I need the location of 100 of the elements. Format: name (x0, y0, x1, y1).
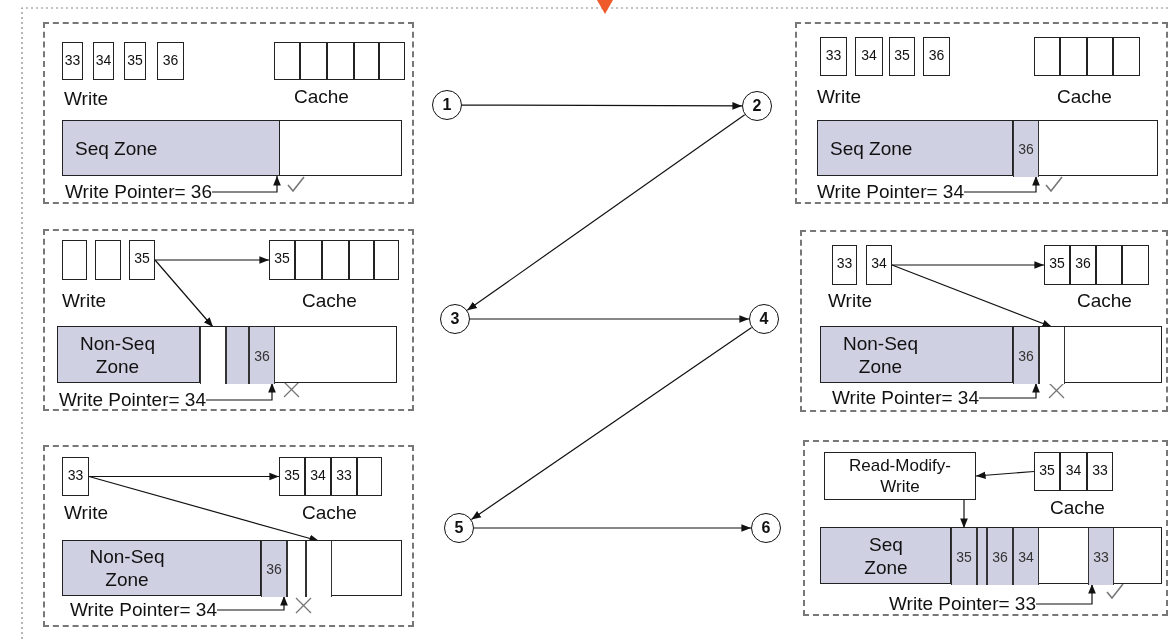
pointer-label: Write Pointer= 36 (65, 180, 212, 204)
data-block (274, 42, 300, 80)
data-block: 35 (1034, 452, 1060, 491)
zone-label: Non-Seq Zone (842, 331, 919, 378)
data-block (374, 240, 399, 280)
data-block: 33 (832, 245, 857, 285)
section-label: Write (62, 290, 106, 312)
data-block (1113, 37, 1140, 76)
data-block (354, 42, 379, 80)
section-label: Cache (1077, 290, 1132, 312)
dashed-panel (795, 22, 1168, 204)
data-block (357, 457, 382, 496)
data-block: 35 (129, 240, 155, 280)
arrow (891, 261, 1045, 269)
data-block: 35 (1044, 245, 1070, 285)
dashed-panel (43, 445, 414, 627)
process-box: Read-Modify-Write (824, 452, 976, 500)
arrow (88, 472, 280, 481)
zone-segment: 36 (1013, 121, 1039, 177)
pointer-label: Write Pointer= 33 (889, 592, 1036, 616)
data-block (95, 240, 121, 280)
data-block: 36 (1070, 245, 1096, 285)
zone-label: Seq Zone (75, 136, 158, 160)
arrow (154, 256, 270, 264)
arrow (466, 114, 746, 311)
data-block: 33 (331, 457, 357, 496)
zone-bar (820, 527, 1162, 584)
zone-bar (817, 120, 1158, 176)
section-label: Cache (1057, 86, 1112, 108)
data-block: 33 (1087, 452, 1113, 491)
data-block (300, 42, 327, 80)
arrow (975, 470, 1035, 480)
data-block: 34 (866, 245, 892, 285)
zone-bar (62, 120, 402, 176)
data-block: 33 (62, 42, 83, 80)
zone-bar (57, 326, 397, 383)
data-block (379, 42, 405, 80)
zone-segment (1039, 327, 1065, 384)
pointer-label: Write Pointer= 34 (59, 388, 206, 412)
section-label: Write (828, 290, 872, 312)
section-label: Cache (302, 290, 357, 312)
dashed-panel (43, 22, 414, 204)
dashed-panel (800, 230, 1168, 412)
data-block: 35 (279, 457, 305, 496)
step-number: 4 (749, 304, 779, 334)
arrow (205, 382, 276, 401)
arrow (960, 499, 968, 529)
step-number: 2 (742, 91, 772, 121)
arrow (978, 382, 1040, 399)
zone-label: Non-Seq Zone (79, 331, 156, 378)
pointer-label: Write Pointer= 34 (817, 180, 964, 204)
dashed-panel (43, 229, 414, 411)
data-block (1122, 245, 1149, 285)
zone-label: Seq Zone (830, 136, 913, 160)
zone-segment (287, 541, 306, 597)
zone-label: Seq Zone (863, 532, 909, 579)
step-number: 3 (440, 304, 470, 334)
zone-segment (306, 541, 332, 597)
arrow (473, 524, 752, 532)
data-block: 35 (889, 37, 915, 76)
zone-segment: 36 (1013, 327, 1039, 384)
arrow (461, 102, 743, 110)
zone-bar (62, 540, 402, 596)
data-block: 34 (1060, 452, 1087, 491)
data-block (62, 240, 87, 280)
arrow (891, 264, 1053, 328)
data-block (1034, 37, 1060, 76)
data-block (1060, 37, 1087, 76)
data-block: 36 (157, 42, 184, 80)
data-block (322, 240, 349, 280)
data-block: 35 (269, 240, 295, 280)
arrow (469, 315, 750, 323)
data-block (295, 240, 322, 280)
zone-segment (977, 528, 987, 585)
arrow (963, 175, 1040, 193)
data-block: 33 (820, 37, 847, 76)
data-block: 33 (62, 457, 89, 496)
data-block (349, 240, 374, 280)
arrow (470, 326, 753, 521)
zone-segment: 36 (249, 327, 275, 384)
section-label: Write (64, 88, 108, 110)
section-label: Write (817, 86, 861, 108)
data-block (1087, 37, 1113, 76)
pointer-label: Write Pointer= 34 (832, 386, 979, 410)
zone-segment: 34 (1013, 528, 1039, 585)
arrow (216, 595, 288, 611)
section-label: Cache (294, 86, 349, 108)
zone-label: Non-Seq Zone (88, 545, 166, 591)
arrow (211, 175, 281, 193)
section-label: Cache (1050, 497, 1105, 519)
data-block: 34 (305, 457, 331, 496)
zone-segment (226, 327, 249, 384)
zone-segment: 36 (261, 541, 287, 597)
zone-segment: 36 (987, 528, 1013, 585)
data-block: 34 (855, 37, 883, 76)
zone-segment (200, 327, 226, 384)
data-block: 34 (93, 42, 114, 80)
data-block: 35 (124, 42, 146, 80)
zone-segment: 33 (1088, 528, 1114, 585)
zone-segment: 35 (951, 528, 977, 585)
